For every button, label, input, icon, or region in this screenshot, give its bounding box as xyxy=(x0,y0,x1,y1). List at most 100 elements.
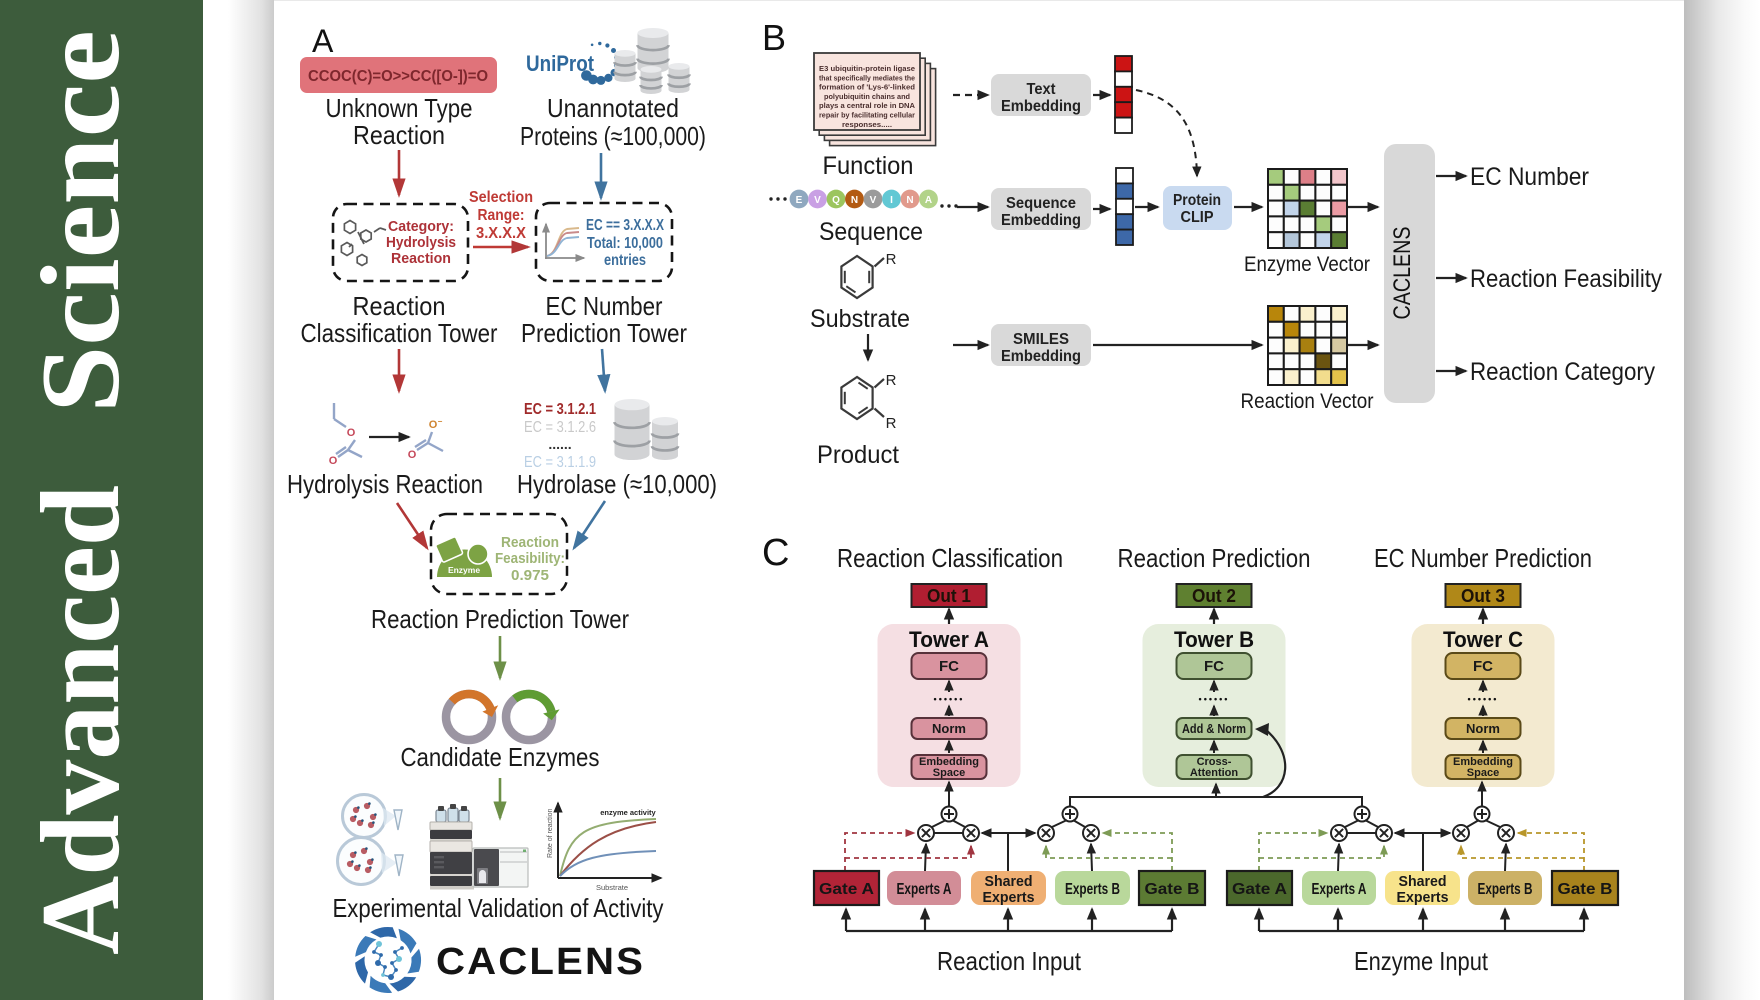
svg-text:Shared: Shared xyxy=(1399,873,1447,890)
svg-text:V: V xyxy=(814,195,821,206)
svg-text:Out 1: Out 1 xyxy=(927,586,971,606)
svg-text:Cross-: Cross- xyxy=(1197,756,1232,768)
svg-text:−: − xyxy=(438,417,443,426)
svg-text:Norm: Norm xyxy=(932,721,966,736)
svg-text:enzyme activity: enzyme activity xyxy=(600,808,656,817)
svg-text:EC == 3.X.X.X: EC == 3.X.X.X xyxy=(586,217,665,234)
svg-text:Embedding: Embedding xyxy=(1001,212,1081,229)
svg-text:Tower A: Tower A xyxy=(909,627,989,652)
svg-text:Experts: Experts xyxy=(1397,889,1449,906)
svg-text:Space: Space xyxy=(1467,767,1499,779)
svg-text:R: R xyxy=(886,372,897,389)
svg-text:FC: FC xyxy=(1473,658,1493,675)
svg-text:Hydrolysis Reaction: Hydrolysis Reaction xyxy=(287,469,483,499)
svg-text:V: V xyxy=(870,195,877,206)
svg-text:Embedding: Embedding xyxy=(1001,348,1081,365)
svg-text:Category:: Category: xyxy=(388,219,454,235)
svg-text:I: I xyxy=(890,195,893,206)
svg-text:Prediction Tower: Prediction Tower xyxy=(521,318,687,348)
svg-text:O: O xyxy=(347,427,356,439)
svg-text:Enzyme Vector: Enzyme Vector xyxy=(1244,253,1370,276)
svg-text:Attention: Attention xyxy=(1190,767,1239,779)
svg-text:entries: entries xyxy=(604,252,646,269)
svg-text:Embedding: Embedding xyxy=(1001,98,1081,115)
svg-text:Reaction Vector: Reaction Vector xyxy=(1241,390,1374,413)
svg-text:N: N xyxy=(906,195,913,206)
svg-text:Reaction: Reaction xyxy=(353,120,445,150)
svg-text:EC Number: EC Number xyxy=(546,291,663,321)
svg-text:Selection: Selection xyxy=(469,189,533,206)
svg-text:Add & Norm: Add & Norm xyxy=(1182,721,1246,736)
svg-text:CCOC(C)=O>>CC([O-])=O: CCOC(C)=O>>CC([O-])=O xyxy=(308,68,488,85)
svg-text:Substrate: Substrate xyxy=(810,305,910,333)
svg-text:Out 3: Out 3 xyxy=(1461,586,1505,606)
svg-text:responses.....: responses..... xyxy=(842,120,892,129)
svg-text:formation of 'Lys-6'-linked: formation of 'Lys-6'-linked xyxy=(819,83,915,92)
svg-text:A: A xyxy=(925,195,932,206)
svg-text:Protein: Protein xyxy=(1173,192,1221,209)
svg-text:Reaction Prediction Tower: Reaction Prediction Tower xyxy=(371,604,629,634)
svg-text:Hydrolase (≈10,000): Hydrolase (≈10,000) xyxy=(517,469,717,499)
svg-text:Sequence: Sequence xyxy=(819,218,923,246)
svg-text:Substrate: Substrate xyxy=(596,883,628,892)
svg-text:Range:: Range: xyxy=(478,207,525,224)
svg-text:EC Number Prediction: EC Number Prediction xyxy=(1374,543,1592,573)
svg-text:Enzyme Input: Enzyme Input xyxy=(1354,946,1489,976)
svg-text:Tower C: Tower C xyxy=(1443,627,1523,652)
svg-text:Reaction Prediction: Reaction Prediction xyxy=(1118,543,1311,573)
svg-text:••••••: •••••• xyxy=(1199,694,1230,704)
svg-text:Product: Product xyxy=(817,441,899,469)
svg-text:Advanced: Advanced xyxy=(19,485,143,955)
svg-text:Reaction Feasibility: Reaction Feasibility xyxy=(1470,265,1662,293)
svg-text:plays a central role in DNA: plays a central role in DNA xyxy=(819,101,916,110)
svg-text:polyubiquitin chains and: polyubiquitin chains and xyxy=(824,92,910,101)
svg-text:E: E xyxy=(796,195,803,206)
svg-text:Tower B: Tower B xyxy=(1174,627,1254,652)
svg-text:Feasibility:: Feasibility: xyxy=(495,550,565,567)
svg-text:O: O xyxy=(408,449,417,461)
svg-text:N: N xyxy=(851,195,858,206)
svg-text:Classification Tower: Classification Tower xyxy=(301,318,498,348)
svg-text:Experts A: Experts A xyxy=(1312,881,1367,898)
svg-text:Experts B: Experts B xyxy=(1478,881,1533,898)
svg-text:SMILES: SMILES xyxy=(1013,331,1069,348)
svg-text:Function: Function xyxy=(823,152,914,180)
svg-text:Unknown Type: Unknown Type xyxy=(326,93,473,123)
svg-text:Experts B: Experts B xyxy=(1065,881,1120,898)
svg-text:EC = 3.1.1.9: EC = 3.1.1.9 xyxy=(524,454,596,471)
svg-text:Reaction Classification: Reaction Classification xyxy=(837,543,1063,573)
svg-text:EC = 3.1.2.6: EC = 3.1.2.6 xyxy=(524,419,596,436)
svg-text:Gate A: Gate A xyxy=(1232,881,1287,898)
svg-text:Reaction Input: Reaction Input xyxy=(937,946,1082,976)
svg-text:repair by facilitating cellula: repair by facilitating cellular xyxy=(819,111,915,120)
svg-text:CLIP: CLIP xyxy=(1181,209,1214,226)
svg-text:Text: Text xyxy=(1027,81,1056,98)
svg-text:R: R xyxy=(886,415,897,432)
svg-text:Enzyme: Enzyme xyxy=(448,565,480,575)
svg-text:that specifically mediates the: that specifically mediates the xyxy=(819,73,915,82)
svg-text:Sequence: Sequence xyxy=(1006,195,1076,212)
svg-text:FC: FC xyxy=(939,658,959,675)
svg-text:Embedding: Embedding xyxy=(1453,756,1513,768)
svg-text:A: A xyxy=(312,23,334,59)
svg-text:Candidate Enzymes: Candidate Enzymes xyxy=(401,742,600,772)
svg-text:E3 ubiquitin-protein ligase: E3 ubiquitin-protein ligase xyxy=(819,64,915,73)
svg-text:Hydrolysis: Hydrolysis xyxy=(386,235,456,251)
svg-text:Reaction Category: Reaction Category xyxy=(1470,358,1655,386)
svg-text:Reaction: Reaction xyxy=(353,291,446,321)
svg-text:Space: Space xyxy=(933,767,965,779)
svg-text:FC: FC xyxy=(1204,658,1224,675)
svg-text:Gate B: Gate B xyxy=(1558,881,1613,898)
svg-text:EC = 3.1.2.1: EC = 3.1.2.1 xyxy=(524,401,596,418)
svg-text:Out 2: Out 2 xyxy=(1192,586,1236,606)
svg-text:O: O xyxy=(329,455,338,467)
svg-text:0.975: 0.975 xyxy=(511,567,549,584)
svg-text:Gate A: Gate A xyxy=(819,881,874,898)
svg-text:Rate of reaction: Rate of reaction xyxy=(547,808,554,858)
svg-text:Unannotated: Unannotated xyxy=(547,93,679,123)
svg-text:B: B xyxy=(762,17,786,58)
svg-text:EC Number: EC Number xyxy=(1470,163,1589,191)
svg-text:Gate B: Gate B xyxy=(1145,881,1200,898)
svg-text:••••••: •••••• xyxy=(934,694,965,704)
svg-text:Shared: Shared xyxy=(985,873,1033,890)
